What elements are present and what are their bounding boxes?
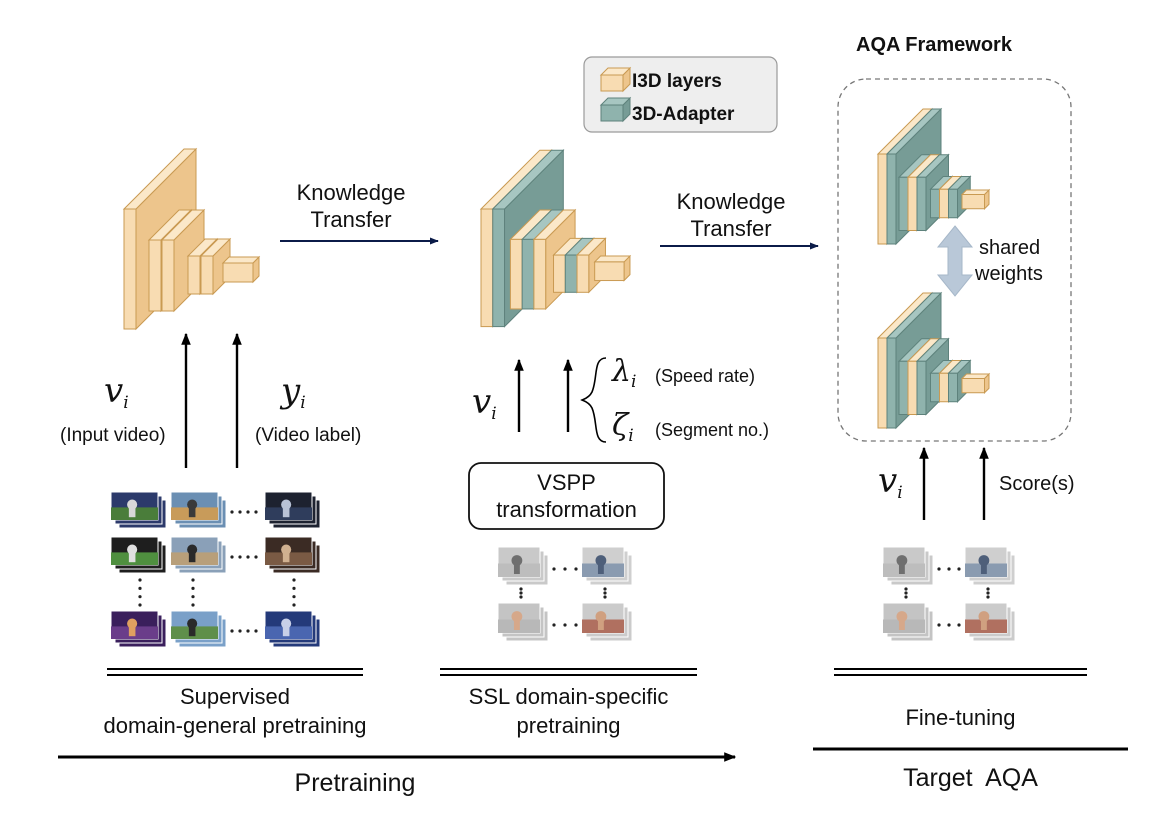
column-ellipsis-dots <box>603 587 607 599</box>
row-ellipsis-dots <box>552 623 578 627</box>
legend-adapter-label: 3D-Adapter <box>632 104 735 125</box>
row-ellipsis-dots <box>230 555 258 559</box>
thumbnail-grid-sports <box>110 491 321 648</box>
stage1-input-desc: (Input video) <box>60 425 166 446</box>
stage1-title-line1: Supervised <box>179 684 291 709</box>
hand-gesture-thumbnail-icon <box>964 546 1016 586</box>
network-aqa-top <box>876 107 991 246</box>
hand-gesture-thumbnail-icon <box>497 602 549 642</box>
vspp-line1: VSPP <box>537 470 596 495</box>
knowledge-transfer-2-line1: Knowledge <box>676 189 786 214</box>
column-ellipsis-dots <box>138 578 142 607</box>
sports-video-thumbnail-icon <box>264 610 321 648</box>
hand-gesture-thumbnail-icon <box>964 602 1016 642</box>
net1-layer-5 <box>221 255 261 284</box>
double-underline-3 <box>834 668 1087 676</box>
double-underline-2 <box>440 668 697 676</box>
score-label: Score(s) <box>999 473 1075 495</box>
row-ellipsis-dots <box>937 623 961 627</box>
stage2-title-line1: SSL domain-specific <box>468 684 669 709</box>
legend-adapter-swatch-icon <box>599 96 632 123</box>
stage3-input-symbol: vi <box>878 461 903 503</box>
network-aqa-bottom <box>876 291 991 430</box>
thumbnail-grid-gesture-ssl <box>497 546 633 642</box>
row-ellipsis-dots <box>552 567 578 571</box>
column-ellipsis-dots <box>904 587 908 599</box>
sports-video-thumbnail-icon <box>110 610 167 648</box>
legend-i3d-label: I3D layers <box>632 71 722 92</box>
thumbnail-grid-gesture-aqa <box>882 546 1016 642</box>
column-ellipsis-dots <box>986 587 990 599</box>
net2-layer-8 <box>593 254 632 282</box>
stage2-lambda-desc: (Speed rate) <box>655 366 756 386</box>
shared-weights-line1: shared <box>979 237 1041 259</box>
stage2-lambda-symbol: λi <box>612 354 637 392</box>
double-underline-1 <box>107 668 363 676</box>
knowledge-transfer-1-line1: Knowledge <box>296 180 406 205</box>
curly-brace-icon <box>580 357 607 443</box>
column-ellipsis-dots <box>191 578 195 607</box>
column-ellipsis-dots <box>519 587 523 599</box>
stage1-input-symbol: vi <box>104 371 129 413</box>
hand-gesture-thumbnail-icon <box>882 546 934 586</box>
net4-layer-8 <box>960 372 991 394</box>
row-ellipsis-dots <box>230 510 258 514</box>
hand-gesture-thumbnail-icon <box>882 602 934 642</box>
shared-weights-line2: weights <box>975 263 1043 285</box>
stage2-zeta-desc: (Segment no.) <box>655 420 770 440</box>
row-ellipsis-dots <box>937 567 961 571</box>
stage1-title-line2: domain-general pretraining <box>103 713 367 738</box>
network-supervised-i3d <box>122 147 261 331</box>
legend-i3d-cube-icon <box>599 66 632 93</box>
row-ellipsis-dots <box>230 629 258 633</box>
legend-box <box>583 56 778 133</box>
hand-gesture-thumbnail-icon <box>581 546 633 586</box>
sports-video-thumbnail-icon <box>110 491 167 529</box>
sports-video-thumbnail-icon <box>110 536 167 574</box>
sports-video-thumbnail-icon <box>170 491 227 529</box>
hand-gesture-thumbnail-icon <box>581 602 633 642</box>
hand-gesture-thumbnail-icon <box>497 546 549 586</box>
stage1-label-desc: (Video label) <box>255 425 362 446</box>
network-ssl-adapter <box>479 148 632 328</box>
target-aqa-label: Target AQA <box>903 764 1038 792</box>
legend-i3d-swatch-icon <box>599 66 632 93</box>
stage2-input-symbol: vi <box>472 382 497 424</box>
shared-weights-arrow-icon <box>936 225 974 297</box>
aqa-framework-title: AQA Framework <box>856 34 1012 56</box>
column-ellipsis-dots <box>292 578 296 607</box>
sports-video-thumbnail-icon <box>264 536 321 574</box>
sports-video-thumbnail-icon <box>170 536 227 574</box>
sports-video-thumbnail-icon <box>170 610 227 648</box>
net3-layer-8 <box>960 188 991 210</box>
aqa-framework-box <box>837 78 1072 442</box>
vspp-line2: transformation <box>496 497 637 522</box>
vspp-box <box>468 462 665 530</box>
knowledge-transfer-2-line2: Transfer <box>690 216 772 241</box>
stage2-title-line2: pretraining <box>516 713 621 738</box>
sports-video-thumbnail-icon <box>264 491 321 529</box>
pretraining-label: Pretraining <box>294 769 416 797</box>
knowledge-transfer-1-line2: Transfer <box>310 207 392 232</box>
legend-adapter-cube-icon <box>599 96 632 123</box>
stage1-label-symbol: yi <box>281 371 306 413</box>
stage2-zeta-symbol: ζi <box>612 408 634 446</box>
finetune-title: Fine-tuning <box>905 705 1016 730</box>
